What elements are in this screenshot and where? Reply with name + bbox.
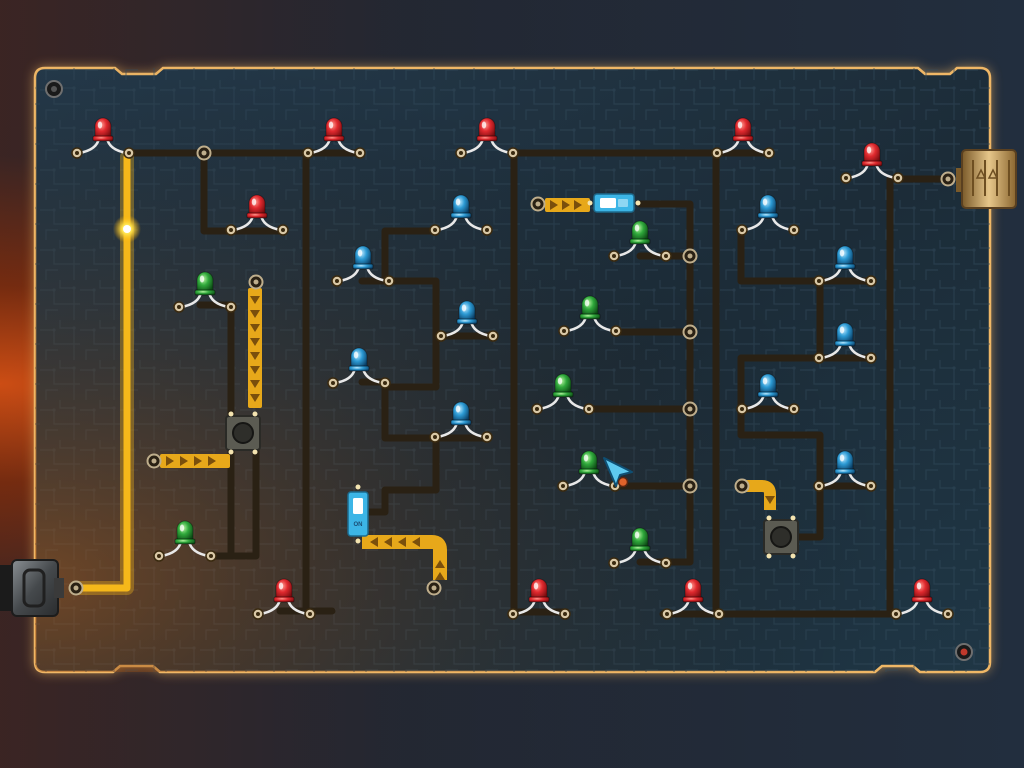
powered-trace	[69, 150, 134, 595]
toggle-switch-icon[interactable]	[587, 193, 641, 213]
led-green-icon	[531, 373, 595, 415]
junction-node	[146, 453, 162, 469]
pointer-cursor-icon	[603, 457, 633, 488]
led-red-icon	[455, 117, 519, 159]
toggle-switch-label: ON	[354, 522, 363, 528]
screw-icon	[45, 80, 63, 98]
junction-node	[940, 171, 956, 187]
push-button-icon[interactable]	[225, 411, 261, 455]
led-red-icon	[71, 117, 135, 159]
junction-node	[682, 401, 698, 417]
led-red-icon	[252, 578, 316, 620]
led-blue-icon	[736, 194, 800, 236]
junction-node	[196, 145, 212, 161]
led-blue-icon	[429, 401, 493, 443]
junction-node	[682, 478, 698, 494]
junction-node	[68, 580, 84, 596]
arrow-strips	[160, 198, 776, 580]
junction-node	[734, 478, 750, 494]
push-button-icon[interactable]	[763, 515, 799, 559]
led-blue-icon	[429, 194, 493, 236]
led-blue-icon	[435, 300, 499, 342]
led-green-icon	[558, 295, 622, 337]
junction-node	[682, 324, 698, 340]
led-red-icon	[507, 578, 571, 620]
led-green-icon	[608, 220, 672, 262]
led-red-icon	[302, 117, 366, 159]
junction-node	[530, 196, 546, 212]
led-blue-icon	[331, 245, 395, 287]
led-green-icon	[608, 527, 672, 569]
circuit-nodes	[68, 145, 956, 596]
led-blue-icon	[813, 322, 877, 364]
led-green-icon	[153, 520, 217, 562]
led-red-icon	[225, 194, 289, 236]
screw-icon	[955, 643, 973, 661]
led-red-icon	[840, 142, 904, 184]
led-red-icon	[661, 578, 725, 620]
junction-node	[426, 580, 442, 596]
junction-node	[248, 274, 264, 290]
led-red-icon	[890, 578, 954, 620]
toggle-switch-icon[interactable]: ON	[347, 484, 369, 544]
led-blue-icon	[736, 373, 800, 415]
junction-node	[682, 248, 698, 264]
spark-icon	[113, 215, 141, 243]
led-green-icon	[173, 271, 237, 313]
led-red-icon	[711, 117, 775, 159]
led-blue-icon	[813, 245, 877, 287]
output-port-icon[interactable]	[956, 149, 1017, 209]
power-plug-icon[interactable]	[0, 559, 64, 617]
led-blue-icon	[813, 450, 877, 492]
led-array	[71, 117, 954, 620]
led-blue-icon	[327, 347, 391, 389]
